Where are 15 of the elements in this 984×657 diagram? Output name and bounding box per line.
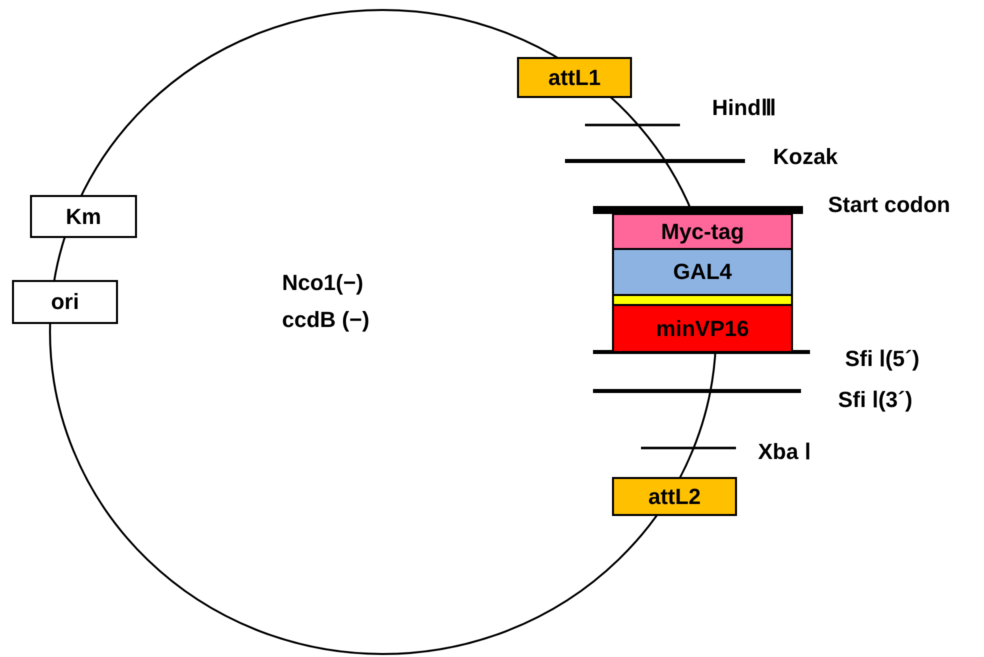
site-label: Start codon	[828, 192, 950, 218]
feature-box: Km	[30, 195, 137, 238]
site-label: Xba Ⅰ	[758, 439, 810, 465]
site-label: HindⅢ	[712, 95, 776, 121]
site-label: Sfi Ⅰ(3´)	[838, 387, 912, 413]
plasmid-label: Nco1(−)	[282, 270, 364, 296]
feature-box: attL1	[517, 57, 632, 98]
feature-box: ori	[12, 280, 118, 324]
plasmid-label: ccdB (−)	[282, 307, 370, 333]
feature-box: minVP16	[612, 304, 793, 353]
feature-box: attL2	[612, 477, 737, 516]
feature-box: Myc-tag	[612, 213, 793, 250]
site-label: Sfi Ⅰ(5´)	[845, 346, 920, 372]
feature-box: GAL4	[612, 248, 793, 296]
site-label: Kozak	[773, 144, 838, 170]
